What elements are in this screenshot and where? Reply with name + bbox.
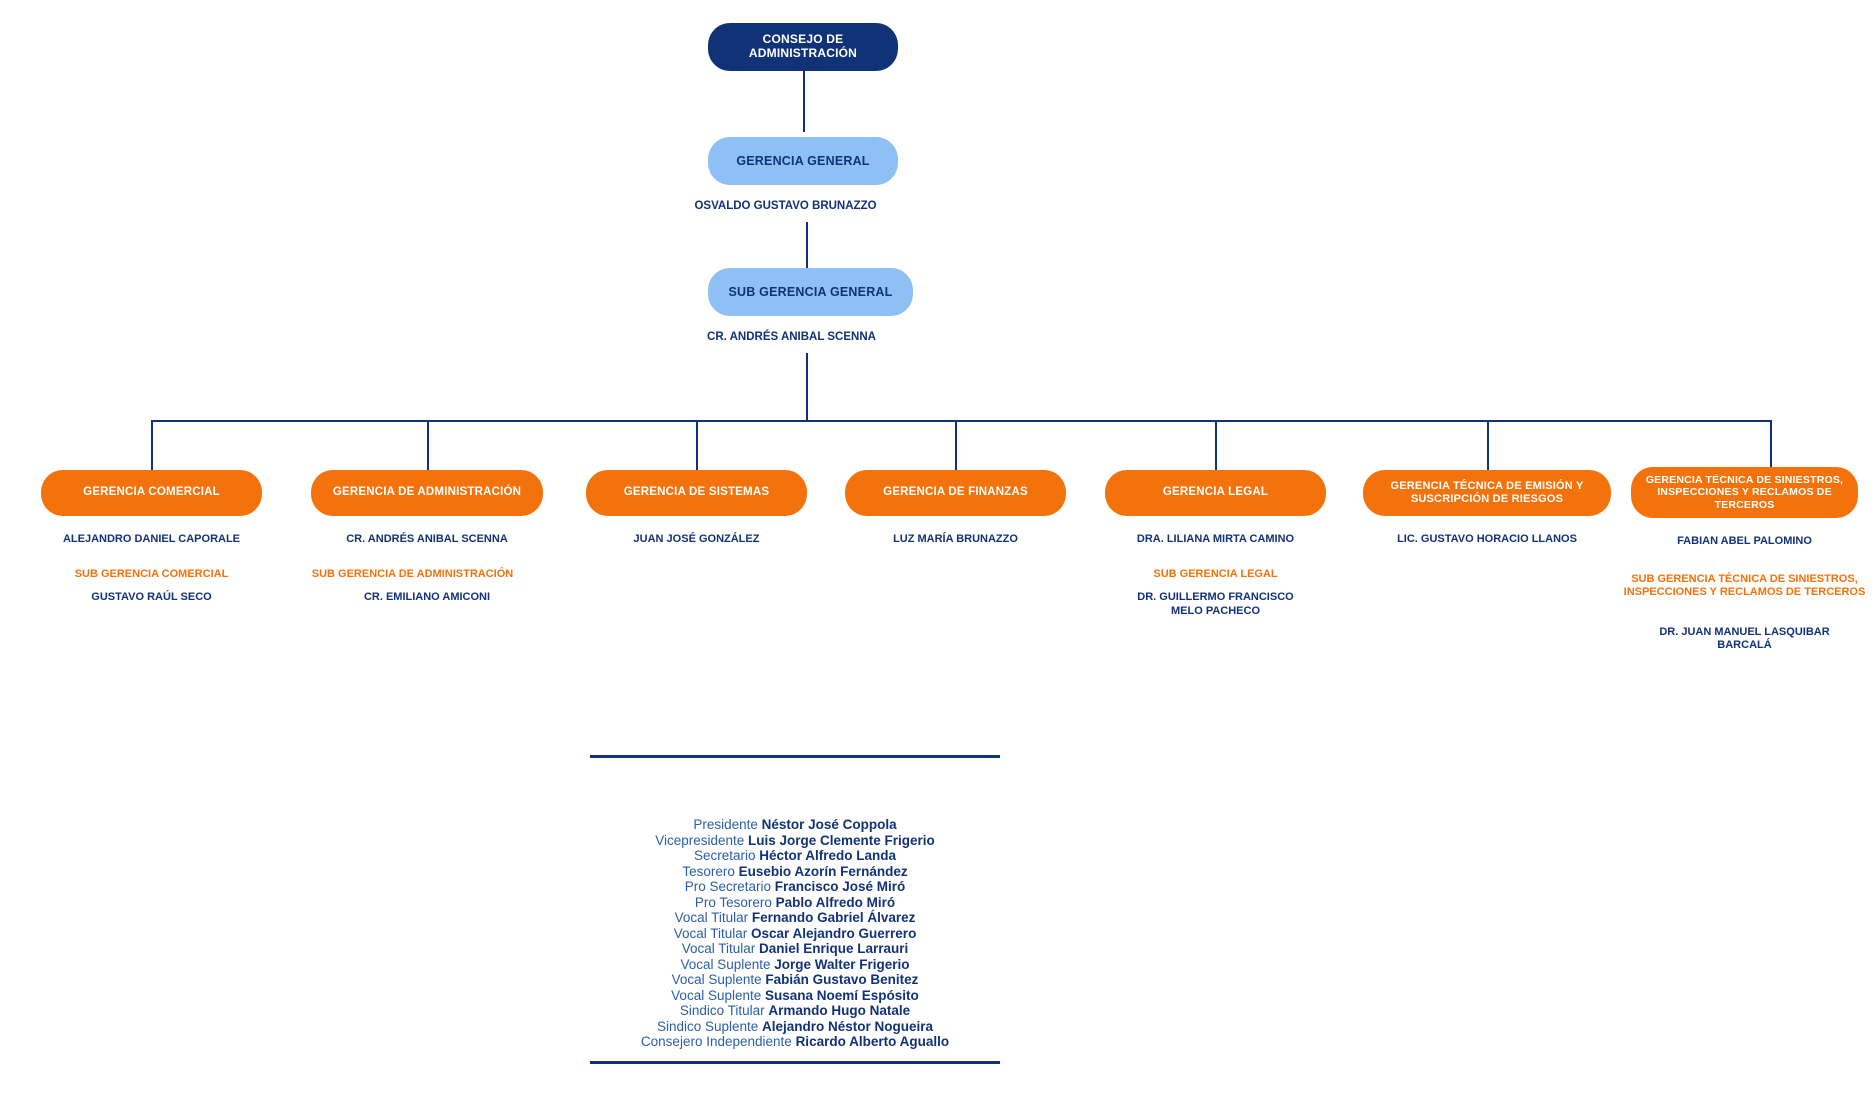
board-member-row: Sindico Titular Armando Hugo Natale bbox=[400, 1003, 1190, 1019]
board-member-role: Sindico Suplente bbox=[656, 1018, 759, 1034]
sub-gerencia-de-administracion-person: CR. EMILIANO AMICONI bbox=[363, 591, 491, 604]
sub-gerencia-legal-title: SUB GERENCIA LEGAL bbox=[1153, 568, 1278, 581]
gerencia-de-administracion-pill[interactable]: GERENCIA DE ADMINISTRACIÓN bbox=[311, 470, 543, 516]
gerencia-comercial-pill[interactable]: GERENCIA COMERCIAL bbox=[41, 470, 262, 516]
node-gerencia-de-sistemas[interactable]: GERENCIA DE SISTEMAS JUAN JOSÉ GONZÁLEZ bbox=[586, 470, 807, 546]
board-member-name: Pablo Alfredo Miró bbox=[775, 894, 896, 910]
board-member-name: Néstor José Coppola bbox=[761, 817, 897, 832]
node-gerencia-legal[interactable]: GERENCIA LEGAL DRA. LILIANA MIRTA CAMINO… bbox=[1105, 470, 1326, 618]
board-rule-top bbox=[590, 755, 1000, 758]
gerencia-tecnica-emision-person: LIC. GUSTAVO HORACIO LLANOS bbox=[1397, 533, 1577, 545]
gerencia-de-sistemas-pill[interactable]: GERENCIA DE SISTEMAS bbox=[586, 470, 807, 516]
connector-horizontal-bus bbox=[151, 420, 1771, 422]
board-member-row: Vocal Titular Oscar Alejandro Guerrero bbox=[400, 926, 1190, 942]
board-member-role: Vocal Suplente bbox=[680, 956, 771, 972]
gerencia-tecnica-siniestros-pill[interactable]: GERENCIA TÉCNICA DE SINIESTROS, INSPECCI… bbox=[1631, 467, 1858, 518]
board-member-row: Presidente Néstor José Coppola bbox=[400, 817, 1190, 833]
board-member-name: Oscar Alejandro Guerrero bbox=[751, 925, 917, 941]
board-member-row: Vocal Suplente Fabián Gustavo Benitez bbox=[400, 972, 1190, 988]
node-sub-gerencia-general[interactable]: SUB GERENCIA GENERAL CR. ANDRÉS ANIBAL S… bbox=[707, 268, 913, 345]
board-member-row: Sindico Suplente Alejandro Néstor Noguei… bbox=[400, 1019, 1190, 1035]
board-member-row: Consejero Independiente Ricardo Alberto … bbox=[400, 1034, 1190, 1050]
gerencia-de-sistemas-person: JUAN JOSÉ GONZÁLEZ bbox=[633, 533, 760, 545]
board-member-name: Susana Noemí Espósito bbox=[765, 987, 919, 1003]
connector-subgeneral-trunk bbox=[806, 353, 808, 421]
gerencia-de-finanzas-pill[interactable]: GERENCIA DE FINANZAS bbox=[845, 470, 1066, 516]
gerencia-de-administracion-person: CR. ANDRÉS ANIBAL SCENNA bbox=[346, 533, 508, 545]
sub-gerencia-de-administracion-title: SUB GERENCIA DE ADMINISTRACIÓN bbox=[311, 568, 514, 581]
connector-general-to-subgeneral bbox=[806, 222, 808, 270]
board-member-role: Secretario bbox=[693, 848, 756, 863]
gerencia-legal-pill[interactable]: GERENCIA LEGAL bbox=[1105, 470, 1326, 516]
connector-drop-4 bbox=[955, 420, 957, 472]
board-member-role: Tesorero bbox=[682, 863, 735, 879]
board-member-row: Pro Tesorero Pablo Alfredo Miró bbox=[400, 895, 1190, 911]
board-member-role: Pro Secretario bbox=[684, 879, 771, 894]
board-member-role: Vocal Suplente bbox=[671, 972, 762, 987]
board-member-name: Armando Hugo Natale bbox=[768, 1003, 911, 1018]
gerencia-comercial-person: ALEJANDRO DANIEL CAPORALE bbox=[62, 533, 241, 545]
sub-gerencia-general-person: CR. ANDRÉS ANIBAL SCENNA bbox=[707, 331, 876, 343]
board-member-role: Consejero Independiente bbox=[640, 1034, 792, 1049]
board-member-name: Fabián Gustavo Benitez bbox=[765, 972, 919, 987]
sub-gerencia-comercial-person: GUSTAVO RAÚL SECO bbox=[91, 591, 212, 604]
board-member-role: Vocal Titular bbox=[681, 941, 756, 956]
board-member-name: Eusebio Azorín Fernández bbox=[738, 863, 908, 879]
node-gerencia-tecnica-emision[interactable]: GERENCIA TÉCNICA DE EMISIÓN Y SUSCRIPCIÓ… bbox=[1363, 470, 1611, 546]
node-gerencia-general[interactable]: GERENCIA GENERAL OSVALDO GUSTAVO BRUNAZZ… bbox=[694, 137, 898, 214]
board-member-row: Secretario Héctor Alfredo Landa bbox=[400, 848, 1190, 864]
connector-root-to-general bbox=[803, 71, 805, 132]
gerencia-tecnica-siniestros-person: FABIAN ABEL PALOMINO bbox=[1677, 535, 1812, 547]
gerencia-general-pill[interactable]: GERENCIA GENERAL bbox=[708, 137, 898, 185]
connector-drop-3 bbox=[696, 420, 698, 472]
connector-drop-7 bbox=[1770, 420, 1772, 472]
board-member-name: Fernando Gabriel Álvarez bbox=[751, 910, 916, 925]
gerencia-legal-person: DRA. LILIANA MIRTA CAMINO bbox=[1136, 533, 1295, 545]
node-gerencia-de-finanzas[interactable]: GERENCIA DE FINANZAS LUZ MARÍA BRUNAZZO bbox=[845, 470, 1066, 546]
board-rule-bottom bbox=[590, 1061, 1000, 1064]
node-gerencia-de-administracion[interactable]: GERENCIA DE ADMINISTRACIÓN CR. ANDRÉS AN… bbox=[311, 470, 543, 605]
board-member-row: Pro Secretario Francisco José Miró bbox=[400, 879, 1190, 895]
board-member-role: Presidente bbox=[693, 817, 758, 832]
board-member-name: Héctor Alfredo Landa bbox=[759, 848, 897, 863]
board-member-role: Vicepresidente bbox=[655, 832, 745, 848]
sub-gerencia-tecnica-siniestros-title: SUB GERENCIA TÉCNICA DE SINIESTROS, INSP… bbox=[1623, 573, 1866, 599]
sub-gerencia-comercial-title: SUB GERENCIA COMERCIAL bbox=[74, 568, 229, 581]
connector-drop-6 bbox=[1487, 420, 1489, 472]
board-member-name: Ricardo Alberto Aguallo bbox=[795, 1034, 950, 1049]
board-member-name: Francisco José Miró bbox=[774, 879, 906, 894]
board-member-role: Vocal Titular bbox=[674, 910, 749, 925]
sub-gerencia-general-pill[interactable]: SUB GERENCIA GENERAL bbox=[708, 268, 913, 316]
board-member-row: Vocal Suplente Jorge Walter Frigerio bbox=[400, 957, 1190, 973]
board-member-row: Vocal Suplente Susana Noemí Espósito bbox=[400, 988, 1190, 1004]
board-member-role: Vocal Suplente bbox=[671, 987, 762, 1003]
connector-drop-2 bbox=[427, 420, 429, 472]
board-member-name: Jorge Walter Frigerio bbox=[774, 956, 910, 972]
node-consejo-de-administracion[interactable]: CONSEJO DE ADMINISTRACIÓN bbox=[708, 23, 898, 71]
node-gerencia-comercial[interactable]: GERENCIA COMERCIAL ALEJANDRO DANIEL CAPO… bbox=[41, 470, 262, 605]
sub-gerencia-tecnica-siniestros-person: DR. JUAN MANUEL LASQUIBAR BARCALÁ bbox=[1659, 625, 1830, 651]
consejo-de-administracion-pill[interactable]: CONSEJO DE ADMINISTRACIÓN bbox=[708, 23, 898, 71]
board-member-role: Vocal Titular bbox=[673, 925, 748, 941]
board-member-role: Pro Tesorero bbox=[694, 894, 772, 910]
connector-drop-5 bbox=[1215, 420, 1217, 472]
board-member-row: Vicepresidente Luis Jorge Clemente Frige… bbox=[400, 833, 1190, 849]
gerencia-tecnica-emision-pill[interactable]: GERENCIA TÉCNICA DE EMISIÓN Y SUSCRIPCIÓ… bbox=[1363, 470, 1611, 516]
gerencia-de-finanzas-person: LUZ MARÍA BRUNAZZO bbox=[893, 533, 1018, 545]
board-member-row: Tesorero Eusebio Azorín Fernández bbox=[400, 864, 1190, 880]
board-member-name: Daniel Enrique Larrauri bbox=[759, 941, 909, 956]
board-member-row: Vocal Titular Fernando Gabriel Álvarez bbox=[400, 910, 1190, 926]
node-gerencia-tecnica-siniestros[interactable]: GERENCIA TÉCNICA DE SINIESTROS, INSPECCI… bbox=[1624, 467, 1865, 652]
gerencia-general-person: OSVALDO GUSTAVO BRUNAZZO bbox=[694, 200, 877, 212]
connector-drop-1 bbox=[151, 420, 153, 472]
board-member-name: Alejandro Néstor Nogueira bbox=[762, 1018, 934, 1034]
sub-gerencia-legal-person: DR. GUILLERMO FRANCISCO MELO PACHECO bbox=[1137, 591, 1294, 617]
board-member-name: Luis Jorge Clemente Frigerio bbox=[748, 832, 935, 848]
board-member-role: Sindico Titular bbox=[679, 1003, 765, 1018]
board-member-row: Vocal Titular Daniel Enrique Larrauri bbox=[400, 941, 1190, 957]
